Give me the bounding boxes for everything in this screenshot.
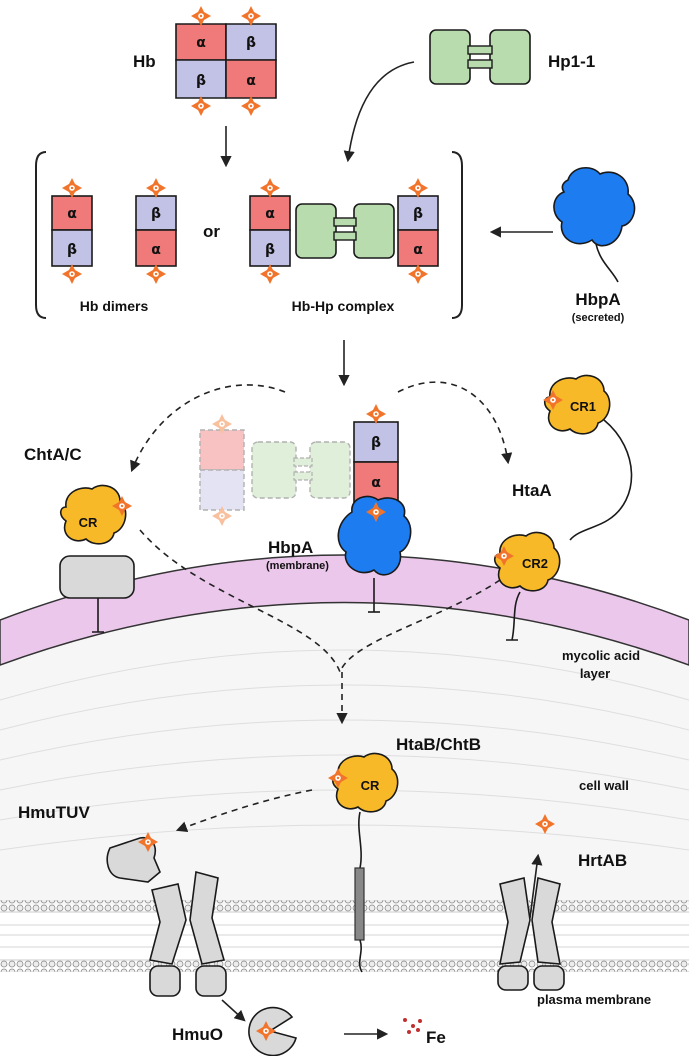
dashed-arrow-to-htaa xyxy=(397,381,513,465)
or-label: or xyxy=(203,222,220,241)
hb-label: Hb xyxy=(133,52,156,71)
hmuo-label: HmuO xyxy=(172,1025,223,1044)
htaa-label: HtaA xyxy=(512,481,552,500)
chtac-cr-domain: CR xyxy=(79,515,98,530)
htaa-protein: CR1 CR2 xyxy=(493,374,633,641)
svg-text:α: α xyxy=(67,206,77,222)
svg-text:β: β xyxy=(151,206,161,222)
arrow-hp-down xyxy=(343,61,415,163)
bracket-left xyxy=(35,151,47,319)
chtac-label: ChtA/C xyxy=(24,445,82,464)
svg-text:α: α xyxy=(151,242,161,258)
bound-hb-dimer: β α xyxy=(353,404,399,503)
hp11-protein xyxy=(429,29,531,85)
hbpa-membrane xyxy=(337,495,412,613)
svg-text:β: β xyxy=(413,206,423,222)
hb-hp-complex: α β β α xyxy=(249,178,439,284)
svg-text:β: β xyxy=(265,242,275,258)
hbpa-membrane-label: HbpA xyxy=(268,538,313,557)
hb-dimers-label: Hb dimers xyxy=(80,298,149,314)
hb-alpha-2: α xyxy=(246,73,256,89)
dashed-from-chtac xyxy=(139,529,341,673)
hmutuv-label: HmuTUV xyxy=(18,803,90,822)
htab-chtb-protein: CR xyxy=(328,752,399,973)
hb-dimer-1: α β xyxy=(51,178,93,284)
htaa-cr2-domain: CR2 xyxy=(522,556,548,571)
dashed-arrow-to-chtac xyxy=(130,384,286,473)
secreted-label: (secreted) xyxy=(572,312,625,324)
membrane-label: (membrane) xyxy=(266,560,329,572)
hbpa-secreted-label: HbpA xyxy=(575,290,620,309)
hb-beta-2: β xyxy=(196,73,206,89)
cell-wall-label: cell wall xyxy=(579,778,629,793)
htab-cr-domain: CR xyxy=(361,778,380,793)
fe-dots xyxy=(403,1018,422,1034)
plasma-membrane xyxy=(0,900,689,972)
cell-wall-region xyxy=(0,585,689,905)
hp11-label: Hp1-1 xyxy=(548,52,595,71)
mycolic-label-1: mycolic acid xyxy=(562,648,640,663)
plasma-membrane-label: plasma membrane xyxy=(537,992,651,1007)
faded-hb-hp-complex xyxy=(199,414,351,526)
arrow-to-hmuo xyxy=(221,999,246,1022)
chtac-protein: CR xyxy=(59,484,135,633)
hrtab-label: HrtAB xyxy=(578,851,627,870)
svg-text:β: β xyxy=(67,242,77,258)
mycolic-label-2: layer xyxy=(580,666,610,681)
fe-label: Fe xyxy=(426,1028,446,1047)
svg-text:α: α xyxy=(413,242,423,258)
hb-dimer-2: β α xyxy=(135,178,177,284)
hbpa-secreted xyxy=(553,167,636,283)
svg-text:β: β xyxy=(371,435,381,451)
hb-alpha-1: α xyxy=(196,35,206,51)
hb-beta-1: β xyxy=(246,35,256,51)
hb-hp-complex-label: Hb-Hp complex xyxy=(292,298,395,314)
htab-chtb-label: HtaB/ChtB xyxy=(396,735,481,754)
hmuo-enzyme xyxy=(248,1006,297,1056)
bracket-right xyxy=(451,151,463,319)
htaa-cr1-domain: CR1 xyxy=(570,399,596,414)
svg-text:α: α xyxy=(265,206,275,222)
dashed-from-htaa xyxy=(339,579,501,673)
svg-text:α: α xyxy=(371,475,381,491)
hb-tetramer: α β β α xyxy=(175,6,277,116)
hmutuv-transporter xyxy=(106,832,227,997)
hrtab-transporter xyxy=(497,814,565,991)
